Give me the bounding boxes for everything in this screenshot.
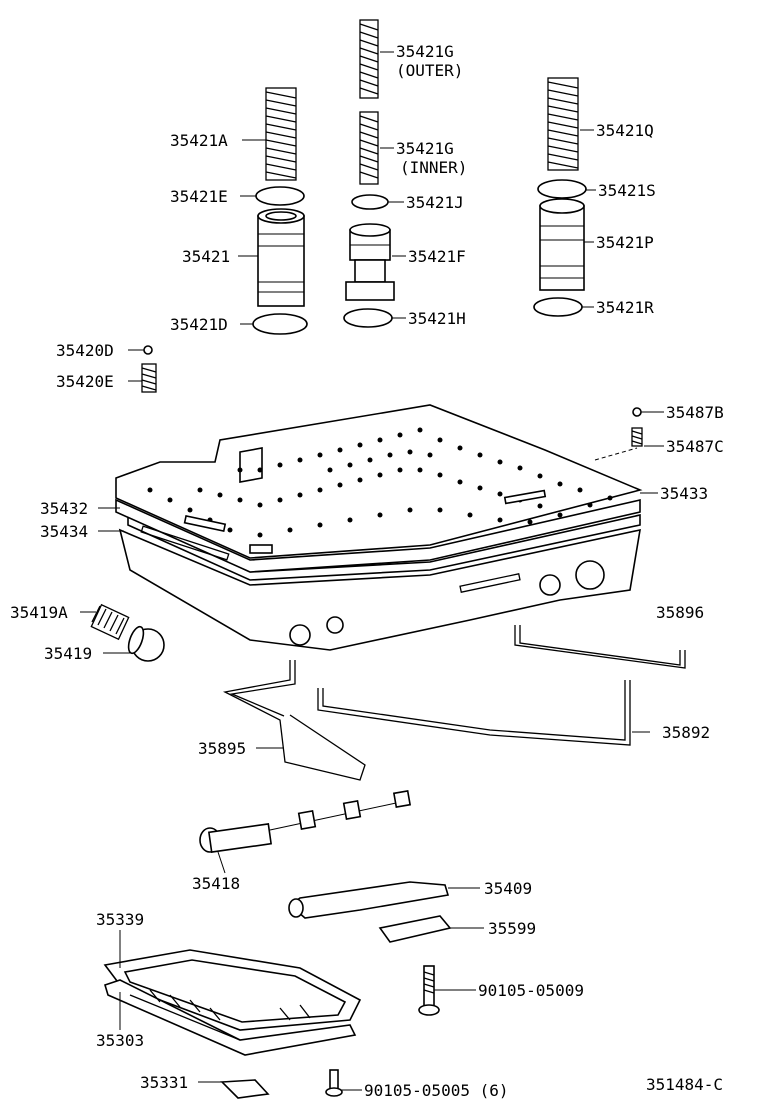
label-90105-05009: 90105-05009 [478, 981, 584, 1000]
label-35421p: 35421P [596, 233, 654, 252]
label-35331: 35331 [140, 1073, 188, 1092]
sleeve-35421p [539, 198, 585, 291]
spring-35421q [547, 77, 579, 171]
label-35418: 35418 [192, 874, 240, 893]
label-35432: 35432 [40, 499, 88, 518]
label-35434: 35434 [40, 522, 88, 541]
label-35895: 35895 [198, 739, 246, 758]
spring-35421g-outer [359, 19, 379, 99]
valve-35418 [199, 789, 412, 853]
spring-35421a [265, 87, 297, 181]
plug-35419 [127, 625, 165, 662]
label-35420d: 35420D [56, 341, 114, 360]
label-35421q: 35421Q [596, 121, 654, 140]
label-35421j: 35421J [406, 193, 464, 212]
tube-35895 [222, 660, 366, 781]
label-35421: 35421 [182, 247, 230, 266]
sleeve-35421 [257, 208, 305, 307]
tube-35895-inner [229, 660, 296, 717]
tube-35896-inner [519, 625, 681, 666]
strainer-35303 [104, 979, 357, 1056]
label-35421g-outer-note: (OUTER) [396, 61, 463, 80]
label-35892: 35892 [662, 723, 710, 742]
label-35303: 35303 [96, 1031, 144, 1050]
plate-35599 [378, 915, 452, 943]
label-35896: 35896 [656, 603, 704, 622]
clip-35331 [220, 1079, 270, 1099]
tube-35896 [514, 625, 686, 669]
label-35421s: 35421S [598, 181, 656, 200]
diagram-number: 351484-C [646, 1075, 723, 1094]
spring-35419a [90, 603, 130, 641]
tube-35892-inner [322, 680, 626, 741]
ball-35420d [143, 345, 153, 355]
oring-35421j [351, 194, 389, 210]
label-35419a: 35419A [10, 603, 68, 622]
label-35409: 35409 [484, 879, 532, 898]
label-35421e: 35421E [170, 187, 228, 206]
label-35421g-inner: 35421G [396, 139, 454, 158]
spring-35420e [141, 363, 157, 393]
oring-35421d [252, 313, 308, 335]
oring-35421r [533, 297, 583, 317]
valve-body [115, 404, 643, 651]
label-35421r: 35421R [596, 298, 654, 317]
sleeve-35421f [345, 223, 395, 301]
bolt-90105-05009 [418, 965, 440, 1016]
leader-dashed [594, 447, 638, 461]
oring-35421s [537, 179, 587, 199]
tube-35892 [317, 680, 631, 746]
label-35420e: 35420E [56, 372, 114, 391]
oring-35421h [343, 308, 393, 328]
gasket-35339 [103, 949, 362, 1031]
label-35487c: 35487C [666, 437, 724, 456]
label-35421g-outer: 35421G [396, 42, 454, 61]
bracket-35409 [288, 881, 450, 919]
leader-lines [80, 51, 664, 1091]
label-35421a: 35421A [170, 131, 228, 150]
label-90105-05005: 90105-05005 (6) [364, 1081, 509, 1100]
label-35421g-inner-note: (INNER) [400, 158, 467, 177]
spring-35487c [631, 427, 643, 447]
label-35487b: 35487B [666, 403, 724, 422]
label-35433: 35433 [660, 484, 708, 503]
label-35421f: 35421F [408, 247, 466, 266]
label-35421h: 35421H [408, 309, 466, 328]
oring-35421e [255, 186, 305, 206]
label-35421d: 35421D [170, 315, 228, 334]
ball-35487b [632, 407, 642, 417]
label-35339: 35339 [96, 910, 144, 929]
label-35419: 35419 [44, 644, 92, 663]
bolt-90105-05005 [325, 1069, 343, 1097]
spring-35421g-inner [359, 111, 379, 185]
label-35599: 35599 [488, 919, 536, 938]
